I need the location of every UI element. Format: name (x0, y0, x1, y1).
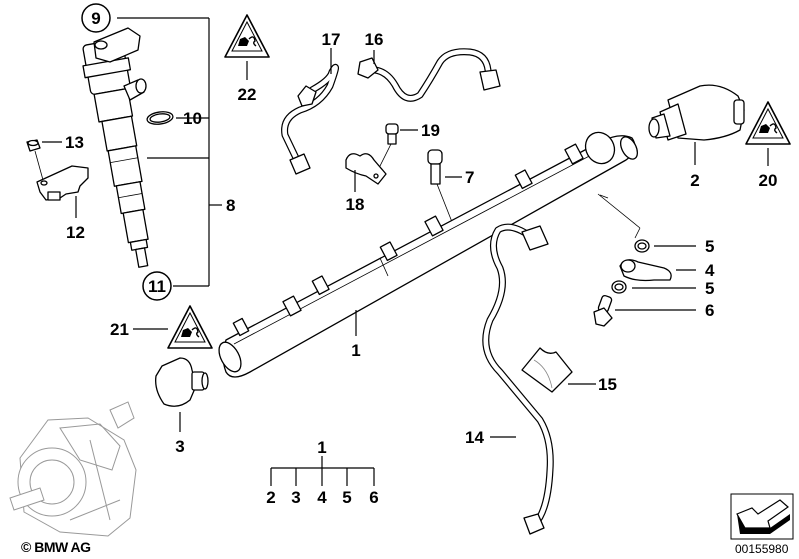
pressure-valve-part[interactable] (648, 84, 745, 141)
tree-child-5[interactable]: 5 (342, 488, 351, 507)
callout-circle-9 (81, 3, 111, 33)
tree-parent-1[interactable]: 1 (317, 438, 326, 457)
callout-20[interactable]: 20 (759, 171, 778, 190)
callout-circle-11 (142, 271, 172, 301)
callout-7[interactable]: 7 (465, 168, 474, 187)
injector-set-bracket (117, 17, 222, 287)
tree-child-2[interactable]: 2 (266, 488, 275, 507)
callout-5a[interactable]: 5 (705, 237, 714, 256)
callout-12[interactable]: 12 (66, 223, 85, 242)
document-number: 00155980 (735, 542, 789, 556)
seal-ring-a[interactable] (634, 239, 650, 253)
bracket-part[interactable] (36, 165, 89, 201)
fuel-pipe-14[interactable] (482, 223, 554, 535)
fuel-rail-part[interactable] (215, 127, 641, 378)
injector-part[interactable] (80, 27, 165, 271)
callout-14[interactable]: 14 (465, 428, 484, 447)
callout-5b[interactable]: 5 (705, 279, 714, 298)
tree-child-3[interactable]: 3 (291, 488, 300, 507)
callout-10[interactable]: 10 (183, 109, 202, 128)
warning-triangle-icon (167, 305, 213, 349)
callout-17[interactable]: 17 (322, 30, 341, 49)
bolt-19-part[interactable] (385, 123, 399, 145)
bolt-6-part[interactable] (593, 294, 613, 327)
callout-15[interactable]: 15 (598, 375, 617, 394)
high-pressure-pump-illustration (9, 401, 137, 537)
callout-2[interactable]: 2 (690, 171, 699, 190)
oring-part[interactable] (146, 110, 174, 126)
callout-18[interactable]: 18 (346, 195, 365, 214)
copyright-text: © BMW AG (21, 539, 91, 555)
callout-1[interactable]: 1 (351, 341, 360, 360)
callout-13[interactable]: 13 (65, 133, 84, 152)
callout-19[interactable]: 19 (421, 121, 440, 140)
callout-22[interactable]: 22 (238, 85, 257, 104)
callout-6[interactable]: 6 (705, 301, 714, 320)
banjo-fitting-part[interactable] (619, 259, 672, 282)
warning-triangle-icon (745, 101, 791, 145)
callout-4[interactable]: 4 (705, 261, 715, 280)
screw-7-part[interactable] (427, 149, 443, 185)
fuel-line-16[interactable] (357, 48, 501, 102)
direction-arrow-icon (730, 493, 794, 540)
callout-21[interactable]: 21 (110, 320, 129, 339)
tree-child-4[interactable]: 4 (317, 488, 327, 507)
clamp-part[interactable] (345, 153, 387, 185)
callout-8[interactable]: 8 (226, 196, 235, 215)
callout-3[interactable]: 3 (175, 437, 184, 456)
fuel-line-17[interactable] (281, 63, 339, 175)
callout-11[interactable]: 11 (148, 277, 166, 296)
nut-part[interactable] (26, 139, 41, 152)
pressure-sensor-part[interactable] (155, 357, 209, 407)
seal-ring-b[interactable] (611, 280, 627, 294)
callout-16[interactable]: 16 (365, 30, 384, 49)
parts-tree (270, 456, 375, 486)
callout-9[interactable]: 9 (91, 9, 100, 28)
warning-triangle-icon (224, 14, 270, 58)
label-part[interactable] (521, 347, 573, 393)
tree-child-6[interactable]: 6 (369, 488, 378, 507)
